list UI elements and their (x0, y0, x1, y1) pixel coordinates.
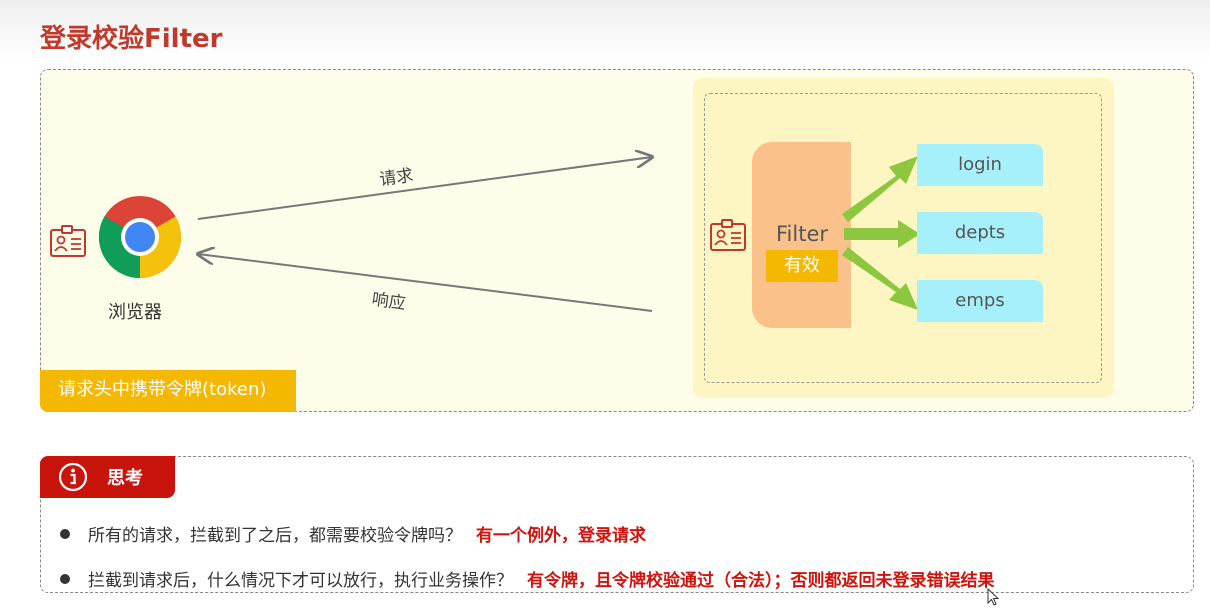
page-title: 登录校验Filter (40, 24, 223, 54)
endpoint-login: login (917, 144, 1043, 186)
browser-label: 浏览器 (108, 302, 162, 323)
think-panel (40, 456, 1194, 593)
think-header: 思考 (40, 456, 175, 498)
server-inner-frame (704, 93, 1102, 383)
filter-block (752, 142, 851, 328)
question-text: 所有的请求，拦截到了之后，都需要校验令牌吗？ (88, 526, 462, 546)
green-arrow-emps (842, 247, 918, 310)
list-item: 所有的请求，拦截到了之后，都需要校验令牌吗？ 有一个例外，登录请求 (60, 521, 646, 546)
request-arrow (197, 157, 652, 220)
think-header-label: 思考 (107, 468, 143, 489)
answer-text: 有一个例外，登录请求 (476, 526, 646, 546)
response-arrow (198, 254, 653, 312)
list-item: 拦截到请求后，什么情况下才可以放行，执行业务操作？ 有令牌，且令牌校验通过（合法）… (60, 566, 995, 591)
valid-badge: 有效 (766, 250, 838, 282)
answer-text: 有令牌，且令牌校验通过（合法）；否则都返回未登录错误结果 (527, 571, 995, 591)
bullet-icon (60, 574, 70, 584)
endpoint-depts: depts (917, 212, 1043, 254)
filter-label: Filter (776, 222, 829, 246)
bullet-icon (60, 529, 70, 539)
chrome-icon (99, 196, 181, 278)
green-arrow-depts (844, 220, 920, 248)
question-text: 拦截到请求后，什么情况下才可以放行，执行业务操作？ (88, 571, 513, 591)
green-arrow-login (842, 156, 918, 222)
info-icon (58, 462, 88, 492)
mouse-cursor-icon (987, 588, 1000, 606)
token-badge: 请求头中携带令牌(token) (40, 370, 296, 412)
id-card-icon (710, 219, 746, 251)
id-card-icon (50, 225, 86, 257)
endpoint-emps: emps (917, 280, 1043, 322)
